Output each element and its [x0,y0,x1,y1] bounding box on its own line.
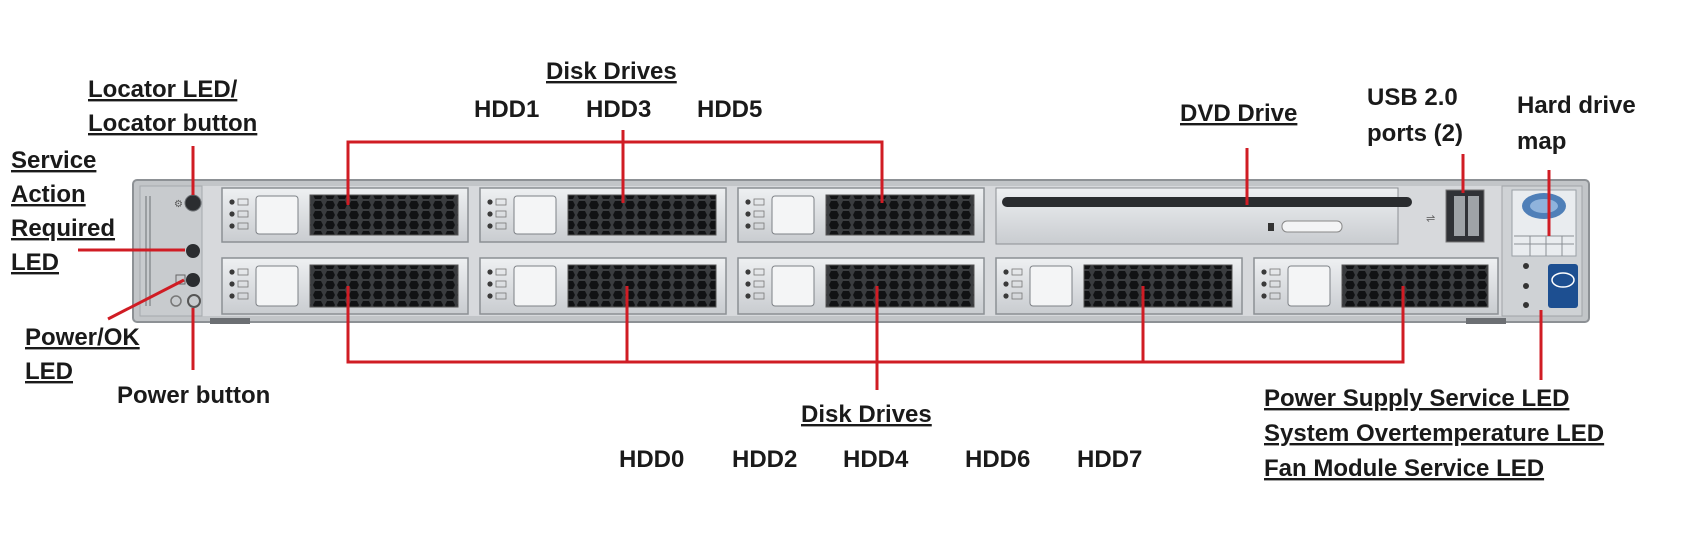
power-button[interactable] [187,294,201,308]
drive-status-led [229,211,235,217]
drive-bay-hdd3[interactable] [479,187,727,243]
drive-bay-hdd5[interactable] [737,187,985,243]
drive-bay-hdd1[interactable] [221,187,469,243]
drive-status-led [487,281,493,287]
hdd1-label: HDD1 [474,96,539,123]
drive-vent-grille [1341,264,1489,308]
drive-status-led [745,223,751,229]
hdd0-label: HDD0 [619,446,684,473]
usb-ports[interactable]: ⇌ [1426,189,1485,243]
power-button-label: Power button [117,382,270,409]
svg-text:⚙: ⚙ [174,199,183,210]
drive-status-led [487,223,493,229]
drive-latch-button[interactable] [513,265,557,307]
drive-bay-hdd0[interactable] [221,257,469,315]
drive-latch-button[interactable] [255,265,299,307]
processor-logo [1548,264,1578,308]
drive-latch-button[interactable] [1287,265,1331,307]
drive-latch-button[interactable] [771,195,815,235]
service-action-label: LED [11,249,59,276]
overtemp-led-label: System Overtemperature LED [1264,420,1604,447]
drive-status-led [745,281,751,287]
drive-vent-grille [1083,264,1233,308]
service-action-led [186,244,200,258]
usb-label: ports (2) [1367,120,1463,147]
drive-status-led [1261,281,1267,287]
drive-status-led [1003,281,1009,287]
drive-bay-hdd6[interactable] [995,257,1243,315]
psu-service-led-label: Power Supply Service LED [1264,385,1569,412]
hdd4-label: HDD4 [843,446,909,473]
drive-latch-button[interactable] [255,195,299,235]
drive-bays [221,187,1499,315]
locator-label: Locator LED/ [88,76,238,103]
drive-status-led [229,281,235,287]
dvd-drive-label: DVD Drive [1180,100,1297,127]
svg-text:⇌: ⇌ [1426,212,1435,225]
hdd5-label: HDD5 [697,96,762,123]
locator-label: Locator button [88,110,257,137]
callout-lines [78,130,1551,390]
drive-status-led [745,211,751,217]
drive-latch-button[interactable] [513,195,557,235]
power-ok-label: LED [25,358,73,385]
drive-status-led [745,199,751,205]
drive-status-led [745,293,751,299]
drive-vent-grille [309,264,459,308]
disk-drives-top-label: Disk Drives [546,58,677,85]
drive-status-led [229,223,235,229]
hdd2-label: HDD2 [732,446,797,473]
drive-vent-grille [309,194,459,236]
drive-vent-grille [567,194,717,236]
fan-service-led [1523,302,1529,308]
drive-status-led [487,199,493,205]
drive-status-led [229,269,235,275]
service-action-label: Service [11,147,96,174]
overtemp-led [1523,283,1529,289]
drive-status-led [1003,269,1009,275]
drive-bay-hdd4[interactable] [737,257,985,315]
right-status-panel [1501,185,1583,317]
hdd6-label: HDD6 [965,446,1030,473]
drive-vent-grille [567,264,717,308]
drive-latch-button[interactable] [771,265,815,307]
usb-label: USB 2.0 [1367,84,1458,111]
drive-status-led [229,293,235,299]
drive-status-led [1003,293,1009,299]
labels: Locator LED/ Locator button Service Acti… [11,58,1636,482]
power-ok-label: Power/OK [25,324,140,351]
drive-bay-hdd2[interactable] [479,257,727,315]
drive-vent-grille [825,264,975,308]
drive-latch-button[interactable] [1029,265,1073,307]
psu-service-led [1523,263,1529,269]
hdd7-label: HDD7 [1077,446,1142,473]
dvd-drive[interactable] [995,187,1412,245]
hard-drive-map-label: map [1517,128,1566,155]
hard-drive-map-label: Hard drive [1517,92,1636,119]
drive-status-led [745,269,751,275]
drive-status-led [487,211,493,217]
drive-status-led [229,199,235,205]
locator-button[interactable] [184,194,202,212]
hdd3-label: HDD3 [586,96,651,123]
drive-status-led [487,293,493,299]
drive-bay-hdd7[interactable] [1253,257,1499,315]
disk-drives-bottom-label: Disk Drives [801,401,932,428]
drive-status-led [1261,293,1267,299]
drive-status-led [487,269,493,275]
fan-service-led-label: Fan Module Service LED [1264,455,1544,482]
drive-vent-grille [825,194,975,236]
power-ok-led [186,273,200,287]
service-action-label: Required [11,215,115,242]
service-action-label: Action [11,181,86,208]
drive-status-led [1261,269,1267,275]
